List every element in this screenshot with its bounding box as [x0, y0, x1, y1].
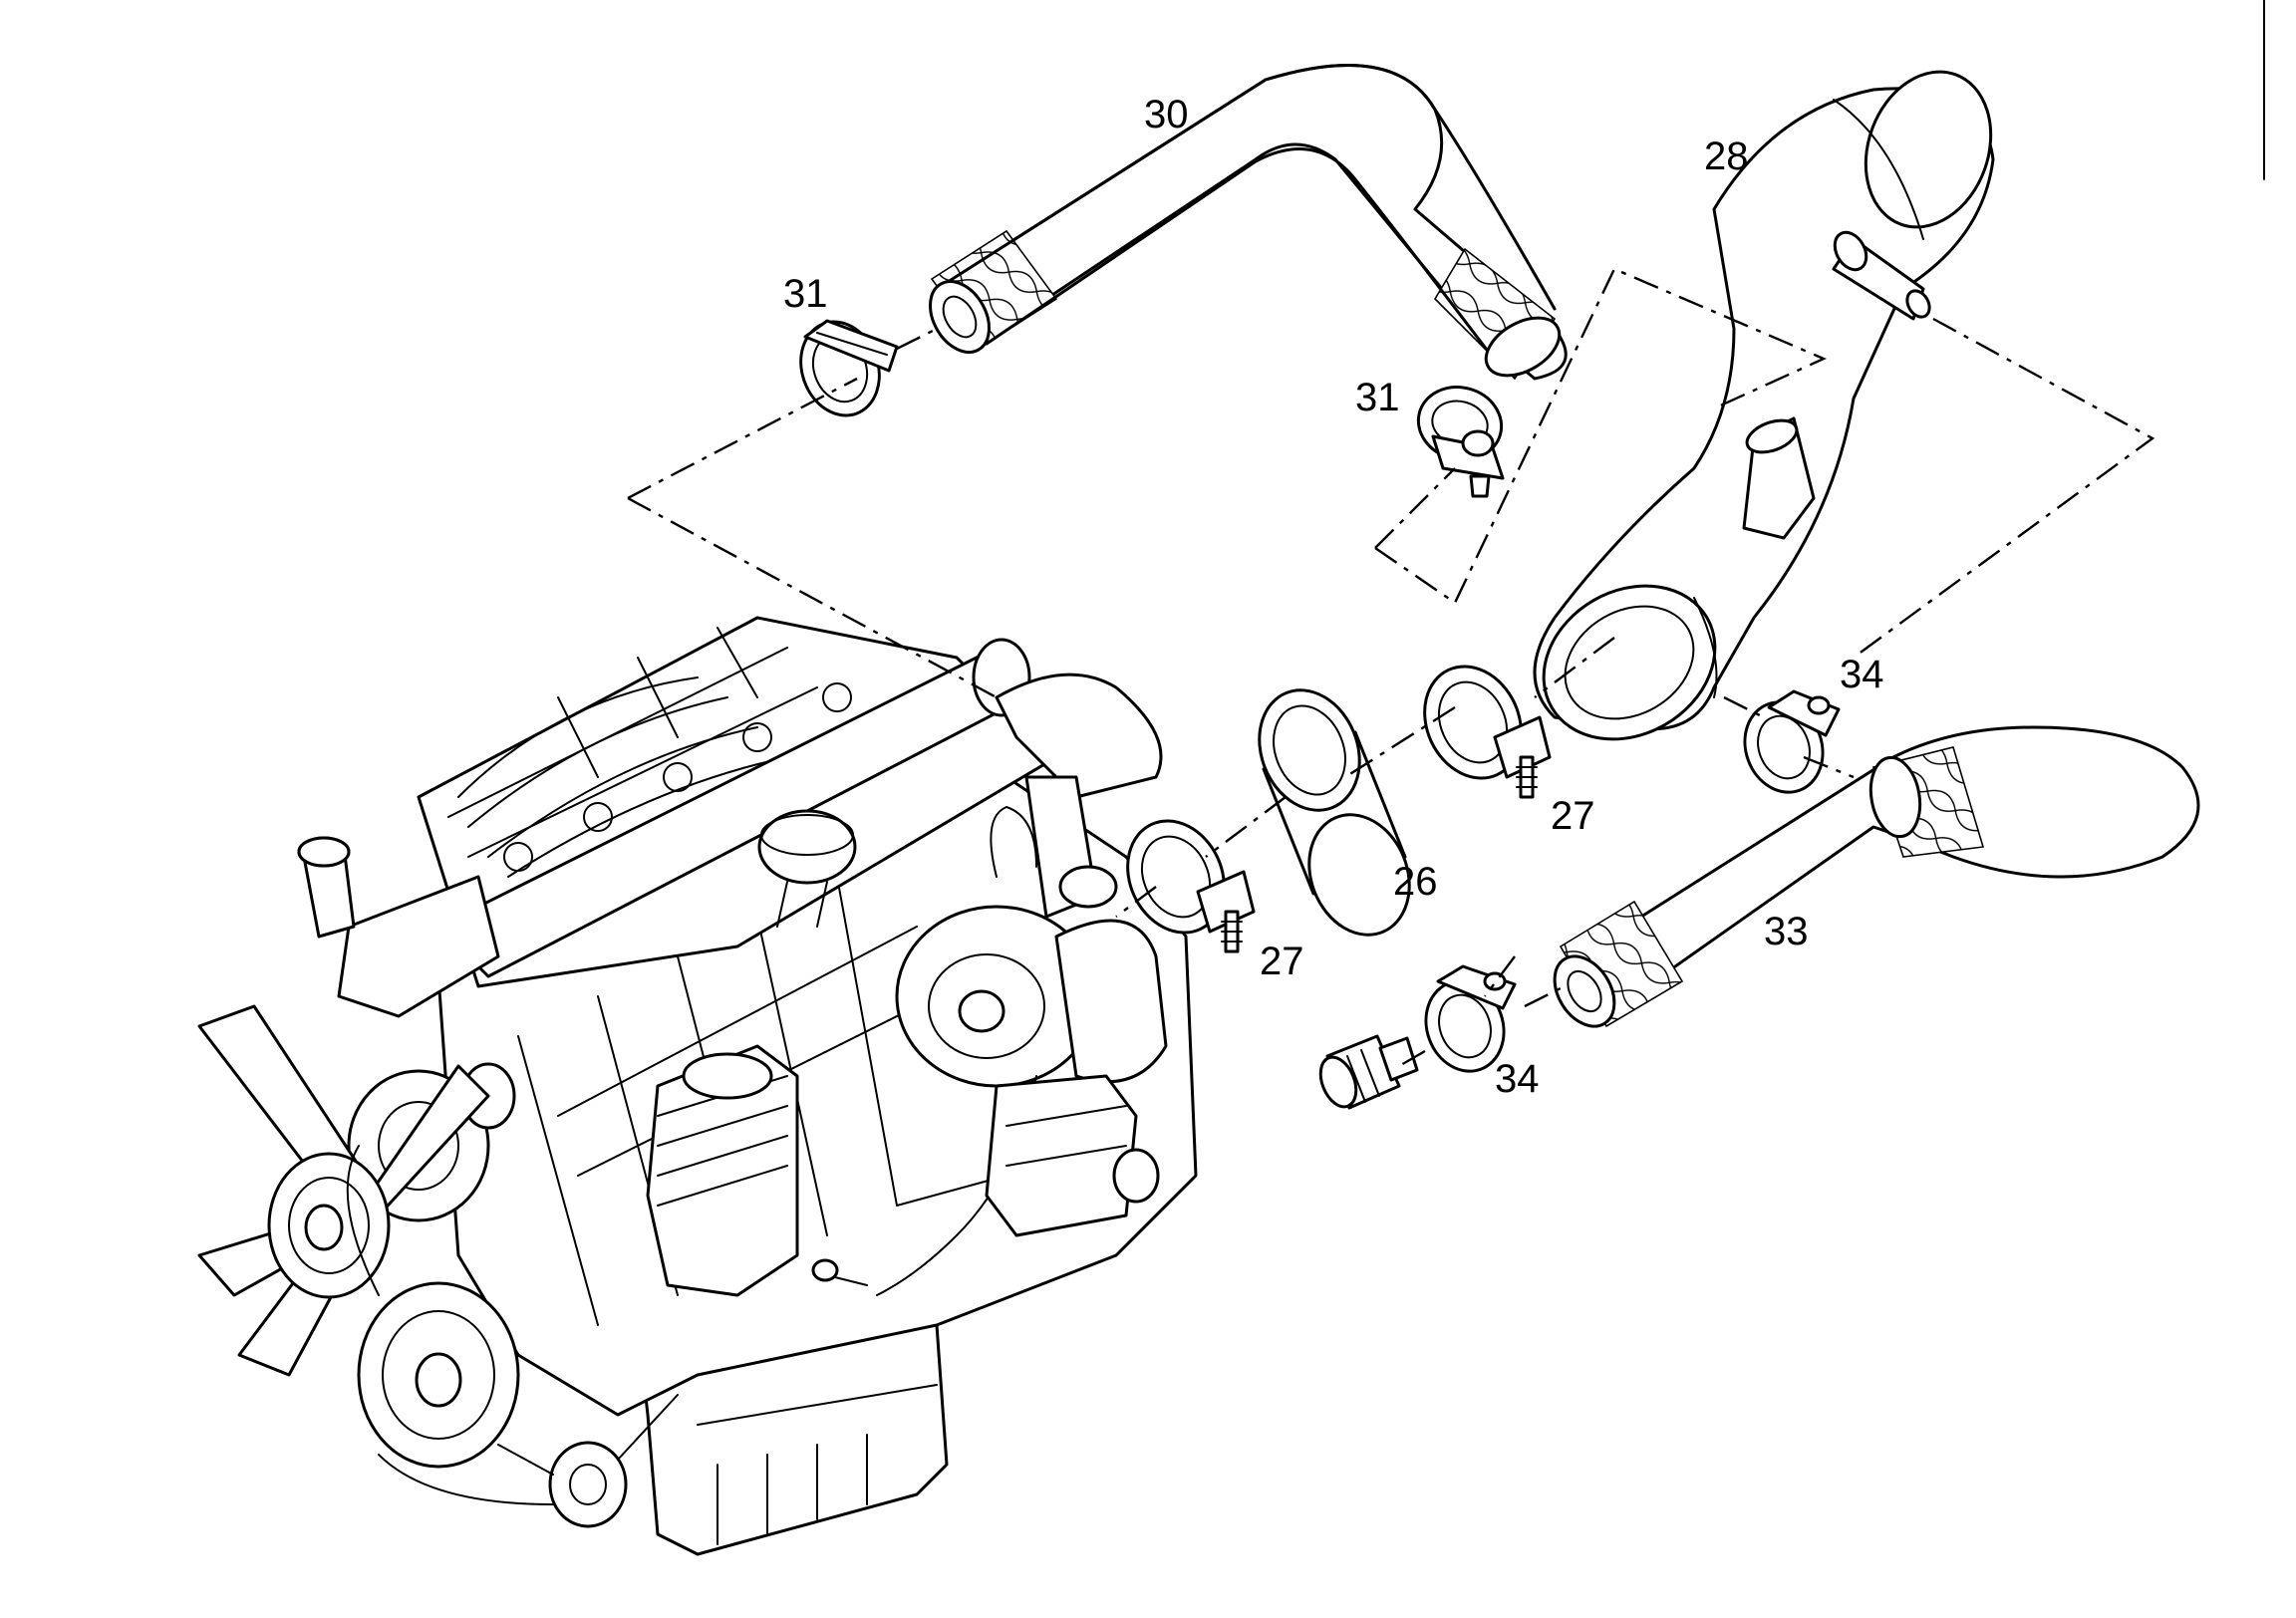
belt-tensioner: [548, 1441, 628, 1528]
callouts: 30 28 31 31 34 27 26 27 33 34: [783, 93, 1884, 1101]
turbo-outlet-flange: [1058, 865, 1118, 909]
callout-30: 30: [1144, 93, 1189, 136]
pipe-28: [1533, 70, 1995, 741]
callout-31-center: 31: [1355, 376, 1400, 419]
cooling-fan: [197, 1004, 490, 1377]
clamp-34-upper: [1743, 689, 1841, 794]
callout-26: 26: [1393, 860, 1438, 904]
clamp-31-left: [799, 319, 899, 417]
oil-filler-cap: [297, 836, 351, 868]
clamp-31-center: [1416, 386, 1505, 498]
thermostat-housing: [337, 875, 500, 1018]
callout-33: 33: [1764, 910, 1809, 953]
callout-31-left: 31: [783, 272, 828, 316]
clamp-27-lower: [1126, 819, 1256, 953]
callout-27-upper: 27: [1551, 794, 1595, 838]
turbocharger-turbine: [1054, 919, 1168, 1084]
wastegate-canister: [757, 809, 857, 885]
clamp-27-upper: [1423, 665, 1552, 799]
nipple-fitting: [1318, 1034, 1419, 1110]
engine-assembly: [197, 616, 1198, 1556]
intake-elbow: [995, 673, 1163, 799]
hose-30: [929, 64, 1568, 381]
clamp-34-lower: [1424, 964, 1517, 1073]
callout-34-upper: 34: [1840, 653, 1884, 696]
callout-34-lower: 34: [1495, 1057, 1540, 1101]
sleeve-26: [1258, 688, 1411, 937]
drive-belt: [346, 1145, 679, 1505]
hose-33: [1553, 725, 2200, 1028]
callout-27-lower: 27: [1260, 940, 1304, 983]
callout-28: 28: [1704, 135, 1749, 178]
assembly-lines: [627, 267, 2155, 1068]
